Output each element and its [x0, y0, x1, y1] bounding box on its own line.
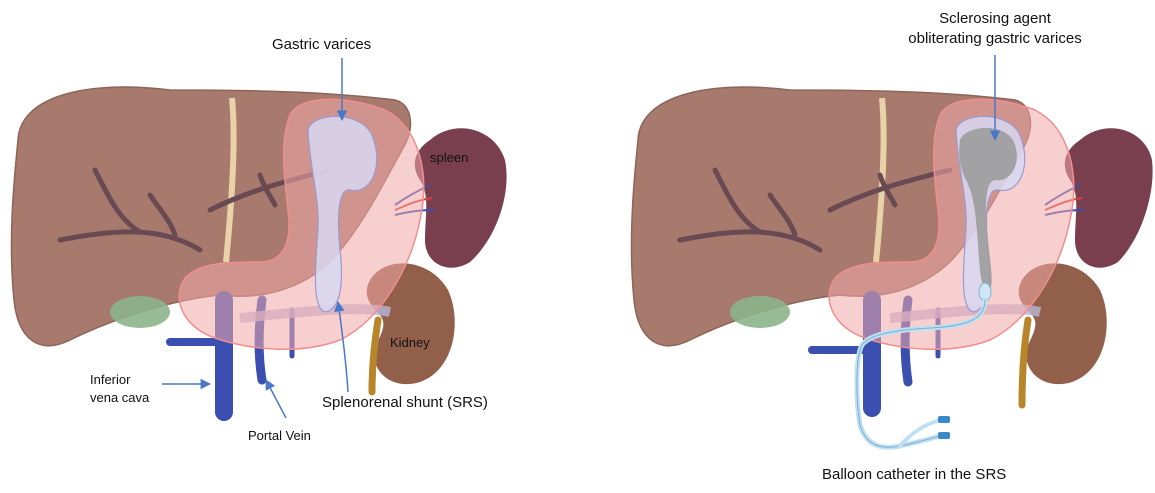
ivc-label-line1: Inferior	[90, 372, 130, 387]
portal-vein-arrow	[266, 380, 286, 418]
right-diagram	[631, 55, 1152, 447]
left-diagram	[11, 58, 506, 418]
gallbladder	[110, 296, 170, 328]
gallbladder	[730, 296, 790, 328]
catheter-port-2	[938, 432, 950, 439]
sclerosing-agent-label-line1: Sclerosing agent	[935, 10, 1055, 27]
sclerosing-agent-label-line2: obliterating gastric varices	[895, 30, 1095, 47]
ureter	[1022, 320, 1028, 405]
kidney-label: Kidney	[390, 335, 430, 350]
gastric-varices-label: Gastric varices	[272, 36, 371, 53]
balloon-catheter-label: Balloon catheter in the SRS	[822, 466, 1006, 483]
srs-label: Splenorenal shunt (SRS)	[322, 394, 488, 411]
spleen-label: spleen	[430, 150, 468, 165]
portal-vein-label: Portal Vein	[248, 428, 311, 443]
ivc-label-line2: vena cava	[90, 390, 149, 405]
catheter-port-1	[938, 416, 950, 423]
